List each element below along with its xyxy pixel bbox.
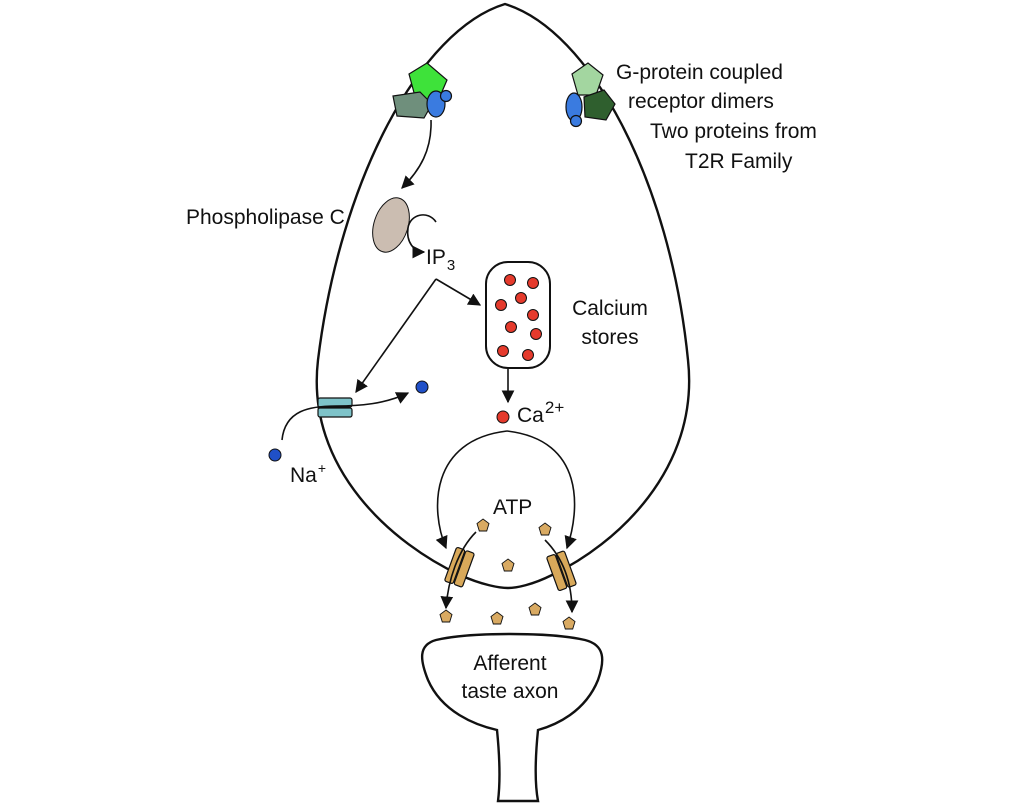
label-na-plus: Na+	[290, 460, 326, 487]
label-calcium-line2: stores	[581, 326, 639, 350]
arrow-atp-release-left	[440, 531, 477, 610]
atp-molecule	[538, 522, 552, 536]
atp-channel-right-icon	[546, 550, 577, 592]
calcium-ion	[497, 345, 509, 357]
receptor-dimer-right-icon	[565, 62, 616, 128]
atp-molecules	[439, 518, 576, 630]
label-t2r-line1: Two proteins from	[650, 120, 817, 143]
arrow-ip3-to-channel	[355, 278, 437, 394]
label-t2r-line2: T2R Family	[685, 150, 793, 173]
sodium-ion-outside	[268, 448, 282, 462]
label-ip3-subscript: 3	[446, 257, 456, 274]
label-ip3-main: IP	[426, 246, 446, 269]
calcium-ion	[527, 277, 539, 289]
arrow-ca-to-left-channel	[435, 430, 508, 550]
atp-molecule	[528, 602, 542, 616]
calcium-ion	[515, 292, 527, 304]
label-ip3: IP3	[426, 246, 455, 274]
atp-molecule	[490, 611, 504, 625]
arrow-atp-release-right	[544, 539, 579, 614]
atp-molecule	[439, 609, 453, 623]
sodium-ion-inside	[415, 380, 429, 394]
afferent-axon-shape	[421, 632, 604, 803]
calcium-ion	[495, 299, 507, 311]
label-phospholipase-c: Phospholipase C	[186, 206, 345, 229]
label-ca-main: Ca	[517, 404, 544, 427]
atp-molecule	[562, 616, 576, 630]
arrow-plc-to-ip3	[406, 214, 437, 259]
atp-molecule	[476, 518, 490, 532]
label-ca2plus: Ca2+	[517, 398, 564, 427]
label-calcium-stores: Calcium stores	[565, 297, 655, 349]
label-afferent-axon: Afferent taste axon	[440, 652, 580, 703]
calcium-ion	[530, 328, 542, 340]
label-calcium-line1: Calcium	[572, 297, 648, 320]
receptor-dimer-left-icon	[392, 62, 453, 119]
label-na-main: Na	[290, 464, 317, 487]
label-axon-line1: Afferent	[473, 652, 547, 675]
calcium-ions-in-store	[495, 274, 542, 361]
arrow-ip3-to-calcium	[435, 278, 482, 306]
label-ca-superscript: 2+	[544, 398, 565, 417]
sodium-channel-icon	[317, 397, 353, 418]
label-gpcr-line2: receptor dimers	[628, 90, 774, 113]
atp-molecule	[501, 558, 515, 572]
label-na-superscript: +	[317, 460, 327, 476]
calcium-ion	[505, 321, 517, 333]
calcium-store-vesicle-icon	[485, 261, 551, 369]
calcium-ion	[504, 274, 516, 286]
label-axon-line2: taste axon	[461, 680, 559, 704]
label-gpcr-line1: G-protein coupled	[616, 61, 783, 84]
calcium-ion	[522, 349, 534, 361]
arrow-receptor-to-plc	[401, 119, 432, 189]
label-atp: ATP	[493, 496, 533, 519]
calcium-ion-released	[496, 410, 510, 424]
arrow-sodium-entry	[281, 392, 410, 441]
arrow-ca-to-right-channel	[506, 430, 577, 550]
calcium-ion	[527, 309, 539, 321]
